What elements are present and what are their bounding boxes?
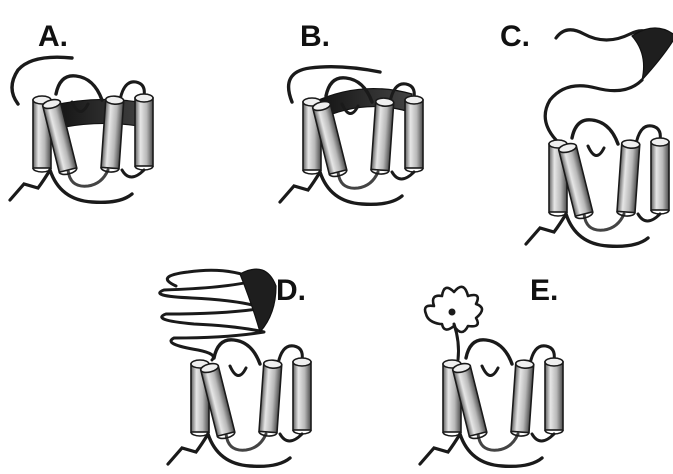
panel-b-molecule [280, 67, 423, 205]
panel-d-label: D. [276, 274, 306, 307]
panel-a: A. [10, 20, 153, 202]
panel-c-molecule [526, 28, 673, 246]
panel-e: E. [420, 274, 563, 466]
panel-a-molecule [10, 57, 153, 202]
panel-c: C. [500, 20, 673, 246]
panel-c-label: C. [500, 20, 530, 53]
panel-e-label: E. [530, 274, 558, 307]
panel-d: D. [160, 269, 311, 466]
panel-a-label: A. [38, 20, 68, 53]
panel-e-molecule [420, 287, 563, 466]
panel-b-label: B. [300, 20, 330, 53]
panel-b: B. [280, 20, 423, 204]
